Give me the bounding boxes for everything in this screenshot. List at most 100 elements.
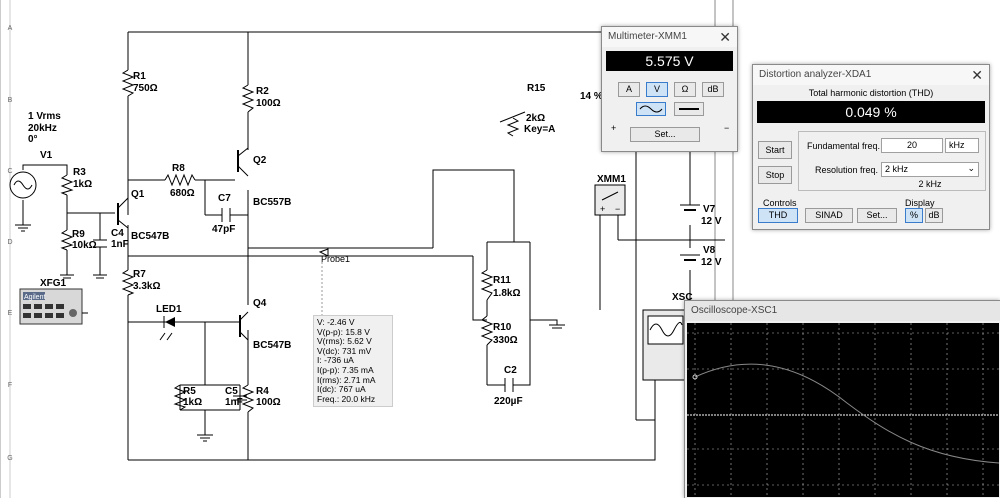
c5-value: 1nF <box>225 397 243 408</box>
r5-value: 1kΩ <box>183 397 202 408</box>
distortion-title: Distortion analyzer-XDA1 <box>759 69 872 80</box>
fundamental-label: Fundamental freq. <box>807 141 881 151</box>
oscilloscope-titlebar[interactable]: Oscilloscope-XSC1 <box>685 301 1000 321</box>
resolution-select[interactable]: 2 kHz ⌄ <box>881 162 979 177</box>
svg-text:+: + <box>600 204 605 214</box>
multimeter-title: Multimeter-XMM1 <box>608 31 687 42</box>
controls-label: Controls <box>763 198 797 208</box>
sinad-button[interactable]: SINAD <box>805 208 853 223</box>
distortion-set-button[interactable]: Set... <box>857 208 897 223</box>
multimeter-set-button[interactable]: Set... <box>630 127 700 142</box>
sine-wave-icon <box>639 105 663 113</box>
resolution-readout: 2 kHz <box>918 179 942 189</box>
r7-name: R7 <box>133 269 146 280</box>
start-button[interactable]: Start <box>758 141 792 159</box>
minus-terminal[interactable]: − <box>724 123 730 133</box>
thd-button[interactable]: THD <box>758 208 798 223</box>
r15-name: R15 <box>527 83 546 94</box>
v1-phase: 0° <box>28 134 38 145</box>
ruler-label: F <box>8 382 12 389</box>
probe-reading: I: -736 uA <box>317 355 354 366</box>
r4-name: R4 <box>256 386 269 397</box>
xfg1-name: XFG1 <box>40 278 67 289</box>
q1-name: Q1 <box>131 189 145 200</box>
probe-reading: V: -2.46 V <box>317 317 355 327</box>
r8-name: R8 <box>172 163 185 174</box>
c7-value: 47pF <box>212 224 235 235</box>
r9-name: R9 <box>72 229 85 240</box>
thd-heading: Total harmonic distortion (THD) <box>808 88 934 98</box>
v7-value: 12 V <box>701 216 722 227</box>
r2-name: R2 <box>256 86 269 97</box>
stop-button[interactable]: Stop <box>758 166 792 184</box>
r9-value: 10kΩ <box>72 240 97 251</box>
svg-text:−: − <box>615 204 620 214</box>
probe-reading: I(rms): 2.71 mA <box>317 374 376 385</box>
distortion-titlebar[interactable]: Distortion analyzer-XDA1 ✕ <box>753 65 989 85</box>
close-icon[interactable]: ✕ <box>719 29 731 45</box>
probe-reading: V(p-p): 15.8 V <box>317 326 370 337</box>
v1-amp: 1 Vrms <box>28 111 61 122</box>
r5-name: R5 <box>183 386 196 397</box>
r11-value: 1.8kΩ <box>493 288 520 299</box>
capacitors <box>93 208 514 401</box>
v7-name: V7 <box>703 204 716 215</box>
ruler-label: E <box>8 310 13 317</box>
oscilloscope-screen[interactable] <box>687 323 999 497</box>
probe-marker[interactable] <box>318 248 329 257</box>
percent-button[interactable]: % <box>905 208 923 223</box>
c4-value: 1nF <box>111 239 129 250</box>
xmm1-name: XMM1 <box>597 174 626 185</box>
v1-freq: 20kHz <box>28 123 57 134</box>
r1-name: R1 <box>133 71 146 82</box>
probe-reading: V(rms): 5.62 V <box>317 336 372 347</box>
oscilloscope-window[interactable]: Oscilloscope-XSC1 <box>684 300 1000 498</box>
ground-symbols <box>15 224 565 442</box>
r2-value: 100Ω <box>256 98 281 109</box>
r11-name: R11 <box>493 275 511 286</box>
voltmeter-button[interactable]: V <box>646 82 668 97</box>
led-symbol <box>159 316 175 341</box>
c7-name: C7 <box>218 193 231 204</box>
r15-value: 2kΩ <box>526 113 545 124</box>
multimeter-display: 5.575 V <box>606 51 733 71</box>
q4-name: Q4 <box>253 298 267 309</box>
q2-name: Q2 <box>253 155 267 166</box>
r3-name: R3 <box>73 167 86 178</box>
dc-line-icon <box>679 108 699 110</box>
display-label: Display <box>905 198 935 208</box>
distortion-analyzer-window[interactable]: Distortion analyzer-XDA1 ✕ Total harmoni… <box>752 64 990 230</box>
close-icon[interactable]: ✕ <box>971 67 983 83</box>
ruler-label: B <box>8 97 13 104</box>
ruler-label: A <box>8 25 13 32</box>
q4-model: BC547B <box>253 340 291 351</box>
oscilloscope-title: Oscilloscope-XSC1 <box>691 305 778 316</box>
plus-terminal[interactable]: + <box>611 123 617 133</box>
fundamental-unit[interactable]: kHz <box>945 138 979 153</box>
db-button[interactable]: dB <box>925 208 943 223</box>
c5-name: C5 <box>225 386 238 397</box>
chevron-down-icon: ⌄ <box>967 163 975 173</box>
v8-name: V8 <box>703 245 716 256</box>
decibel-button[interactable]: dB <box>702 82 724 97</box>
probe-readout: V: -2.46 V V(p-p): 15.8 V V(rms): 5.62 V… <box>313 315 393 407</box>
xfg1-brand: Agilent <box>24 294 45 301</box>
ac-mode-button[interactable] <box>636 102 666 116</box>
dc-mode-button[interactable] <box>674 102 704 116</box>
v1-source <box>9 171 37 199</box>
c2-value: 220µF <box>494 396 523 407</box>
q1-model: BC547B <box>131 231 169 242</box>
multimeter-titlebar[interactable]: Multimeter-XMM1 ✕ <box>602 27 737 47</box>
r4-value: 100Ω <box>256 397 281 408</box>
ammeter-button[interactable]: A <box>618 82 640 97</box>
r15-key: Key=A <box>524 124 555 135</box>
freq-group <box>798 131 986 191</box>
c2-name: C2 <box>504 365 517 376</box>
resolution-select-value: 2 kHz <box>885 164 909 174</box>
xsc1-name: XSC <box>672 292 693 303</box>
r10-value: 330Ω <box>493 335 518 346</box>
fundamental-input[interactable]: 20 <box>881 138 943 153</box>
ohmmeter-button[interactable]: Ω <box>674 82 696 97</box>
multimeter-window[interactable]: Multimeter-XMM1 ✕ 5.575 V A V Ω dB + − S… <box>601 26 738 152</box>
c4-name: C4 <box>111 228 124 239</box>
